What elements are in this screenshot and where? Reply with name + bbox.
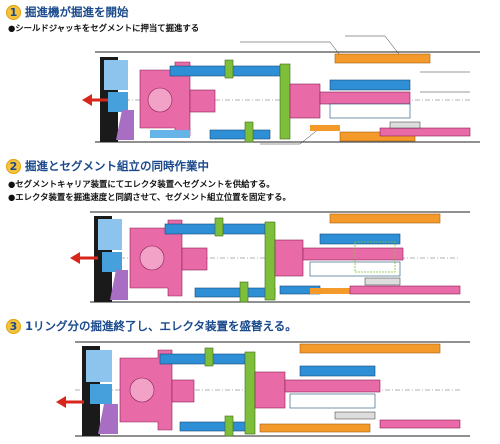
step-2-machine-diagram [70,211,470,303]
step-1-title: 掘進機が掘進を開始 [25,5,129,19]
step-2-bullet-1: ●セグメントキャリア装置にてエレクタ装置へセグメントを供給する。 [8,179,275,189]
step-3-title: 1リング分の掘進終了し、エレクタ装置を盛替える。 [25,319,297,333]
step-1-heading: 1 掘進機が掘進を開始 [6,4,129,20]
step-1: 1 掘進機が掘進を開始 ●シールドジャッキをセグメントに押当て掘進する [0,0,500,150]
step-3-number-badge: 3 [6,318,21,334]
step-2-bullet-2: ●エレクタ装置を掘進速度と同調させて、セグメント組立位置を固定する。 [8,192,291,202]
step-3-heading: 3 1リング分の掘進終了し、エレクタ装置を盛替える。 [6,318,297,334]
step-1-number-badge: 1 [6,4,21,20]
step-2-heading: 2 掘進とセグメント組立の同時作業中 [6,158,209,174]
step-2-number-badge: 2 [6,158,21,174]
step-1-bullet-1: ●シールドジャッキをセグメントに押当て掘進する [8,23,200,33]
step-2: 2 掘進とセグメント組立の同時作業中 ●セグメントキャリア装置にてエレクタ装置へ… [0,152,500,312]
step-3: 3 1リング分の掘進終了し、エレクタ装置を盛替える。 [0,314,500,443]
step-3-machine-diagram [56,341,470,437]
step-2-title: 掘進とセグメント組立の同時作業中 [25,159,209,173]
step-1-machine-diagram [82,35,480,145]
